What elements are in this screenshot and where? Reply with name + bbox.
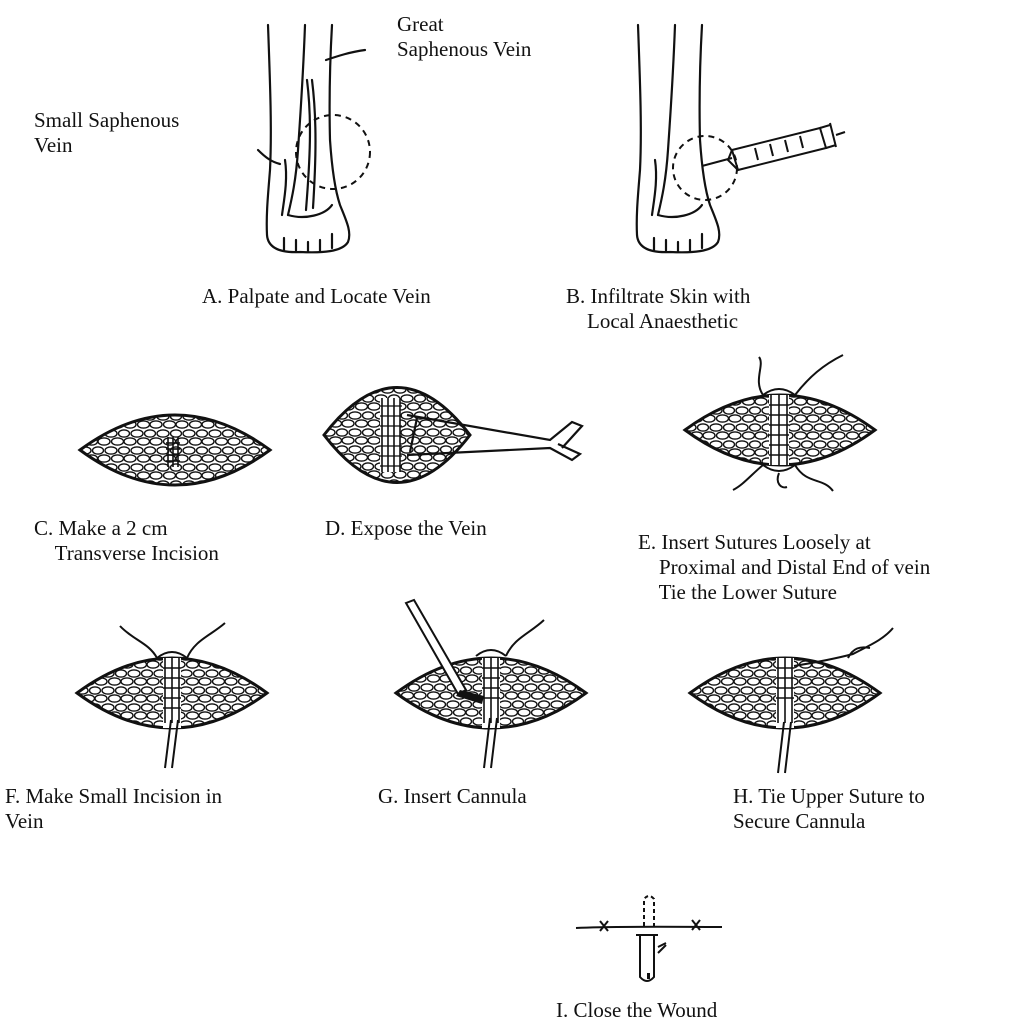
- great-saphenous-vein-label: Great Saphenous Vein: [397, 12, 531, 62]
- sutures-illustration-e: [683, 355, 878, 505]
- cannula-insert-illustration-g: [394, 598, 594, 778]
- wound-stitch-right: [692, 920, 700, 930]
- step-b-caption: B. Infiltrate Skin with Local Anaestheti…: [566, 284, 750, 334]
- step-h-caption: H. Tie Upper Suture to Secure Cannula: [733, 784, 925, 834]
- step-i-caption: I. Close the Wound: [556, 998, 717, 1023]
- step-e-caption: E. Insert Sutures Loosely at Proximal an…: [638, 530, 930, 605]
- expose-vein-illustration-d: [322, 360, 584, 510]
- step-d-caption: D. Expose the Vein: [325, 516, 487, 541]
- foot-syringe-illustration-b: [620, 20, 845, 260]
- wound-stitch-left: [600, 921, 608, 931]
- closed-wound-illustration-i: [574, 895, 724, 995]
- foot-illustration-a: [250, 20, 375, 260]
- incision-illustration-c: [78, 395, 273, 505]
- step-f-caption: F. Make Small Incision in Vein: [5, 784, 222, 834]
- step-c-caption: C. Make a 2 cm Transverse Incision: [34, 516, 219, 566]
- step-a-caption: A. Palpate and Locate Vein: [202, 284, 431, 309]
- small-saphenous-vein-label: Small Saphenous Vein: [34, 108, 179, 158]
- step-g-caption: G. Insert Cannula: [378, 784, 527, 809]
- syringe-icon: [702, 123, 845, 170]
- vein-incision-illustration-f: [75, 618, 270, 778]
- tie-suture-illustration-h: [688, 618, 903, 778]
